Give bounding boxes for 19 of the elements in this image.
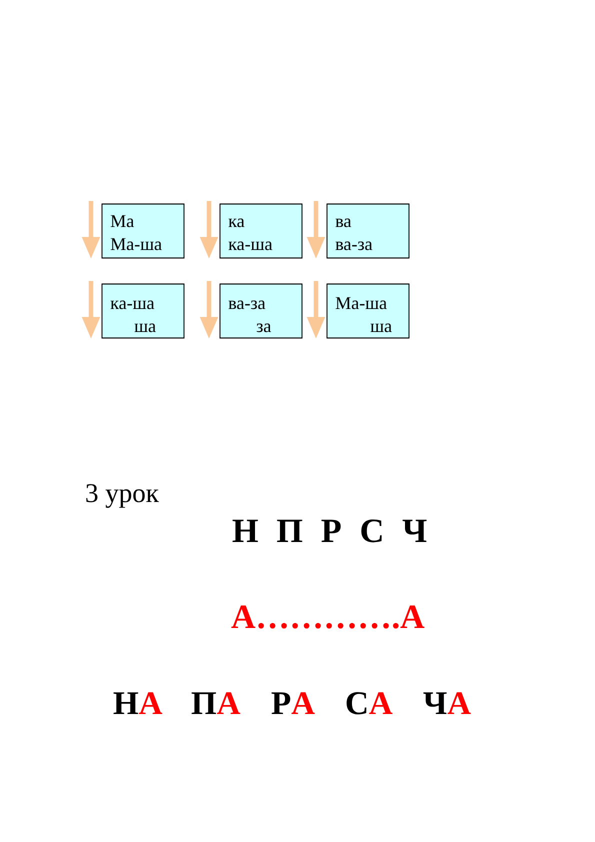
text-box: Ма Ма-ша [102,204,184,258]
consonant-letter: С [346,692,366,714]
text-box: Ма-ша ша [326,284,410,338]
vowel-letter: А [369,692,392,714]
consonant-letter: Р [272,692,290,714]
vowel-letter: А [217,692,240,714]
text-box: ка-ша ша [102,284,184,338]
consonant-letter: П [192,692,216,714]
text-box: ва-за за [220,284,302,338]
consonant-letter: Н [114,692,138,714]
lesson-heading: 3 урок [86,484,159,508]
vowel-pattern: А………….А [231,606,424,628]
vowel-letter: А [139,692,162,714]
consonant-letter: Ч [423,692,447,714]
text-box: ка ка-ша [220,204,302,258]
text-box: ва ва-за [326,204,410,258]
consonant-letters: Н П Р С Ч [232,520,427,542]
vowel-letter: А [448,692,471,714]
vowel-letter: А [292,692,315,714]
